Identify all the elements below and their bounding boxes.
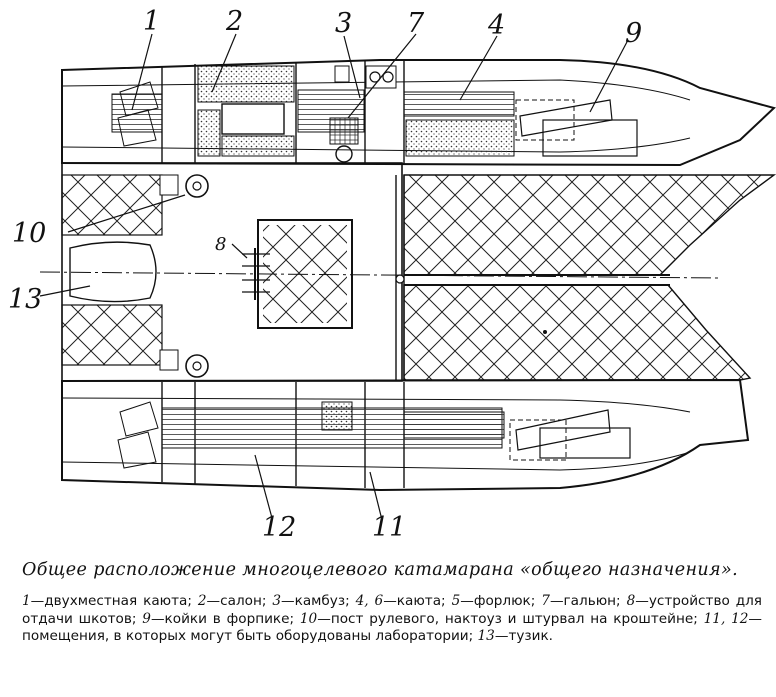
legend-item: 1—двухместная каюта; <box>22 593 198 609</box>
label-2: 2 <box>225 6 243 37</box>
legend-item: 3—камбуз; <box>272 593 356 609</box>
label-8: 8 <box>215 234 226 255</box>
legend-number: 11, 12 <box>703 610 749 627</box>
label-3: 3 <box>335 8 352 39</box>
legend-item: 9—койки в форпике; <box>142 610 300 627</box>
legend-number: 9 <box>142 610 151 627</box>
legend-text: помещения, в которых могут быть оборудов… <box>22 628 478 644</box>
label-10: 10 <box>12 218 46 249</box>
legend-text: салон; <box>220 593 273 609</box>
legend-text: пост рулевого, нактоуз и штурвал на крош… <box>330 610 704 627</box>
legend-number: 8 <box>626 593 636 609</box>
legend-item: 2—салон; <box>197 593 273 609</box>
legend-item: 10—пост рулевого, нактоуз и штурвал на к… <box>299 610 704 627</box>
lower-hull <box>61 378 750 492</box>
legend-text: форлюк; <box>473 593 542 609</box>
legend-number: 2 <box>197 593 207 609</box>
label-1: 1 <box>143 6 160 37</box>
label-7: 7 <box>407 8 425 39</box>
label-4: 4 <box>487 10 505 41</box>
label-9: 9 <box>625 18 642 49</box>
legend-text: камбуз; <box>294 593 356 609</box>
legend-text: каюта; <box>396 593 452 609</box>
legend-item: 4, 6—каюта; <box>355 593 452 609</box>
legend-item: 11, 12—помещения, в которых могут быть о… <box>22 610 762 645</box>
catamaran-plan-drawing: 1 2 3 7 4 9 10 13 8 12 11 <box>8 6 776 543</box>
legend-text: устройство для отдачи шкотов; <box>22 593 762 627</box>
legend-item: 5—форлюк; <box>451 593 542 609</box>
legend-item: 7—гальюн; <box>541 593 627 609</box>
legend-item: 13—тузик. <box>477 628 553 644</box>
legend-text: гальюн; <box>563 593 627 609</box>
upper-hull <box>61 59 776 167</box>
caption-title: Общее расположение многоцелевого катамар… <box>22 560 739 580</box>
legend-text: двухместная каюта; <box>44 593 198 609</box>
label-13: 13 <box>8 284 42 315</box>
legend-number: 7 <box>541 593 550 609</box>
legend-text: койки в форпике; <box>164 610 300 627</box>
caption-legend: 1—двухместная каюта; 2—салон; 3—камбуз; … <box>22 593 762 646</box>
legend-number: 4, 6 <box>355 593 384 609</box>
legend-number: 13 <box>477 628 495 644</box>
forward-net <box>395 174 776 381</box>
legend-number: 3 <box>272 593 282 609</box>
leader-lines <box>39 33 629 521</box>
legend-number: 1 <box>22 593 31 609</box>
label-12: 12 <box>262 512 296 543</box>
bridge-deck <box>61 162 403 382</box>
legend-number: 5 <box>451 593 461 609</box>
legend-text: тузик. <box>508 628 553 644</box>
legend-number: 10 <box>299 610 318 627</box>
centreline <box>39 271 721 279</box>
figure-caption: Общее расположение многоцелевого катамар… <box>22 560 762 646</box>
legend-item: 8—устройство для отдачи шкотов; <box>22 593 762 627</box>
label-11: 11 <box>372 512 406 543</box>
